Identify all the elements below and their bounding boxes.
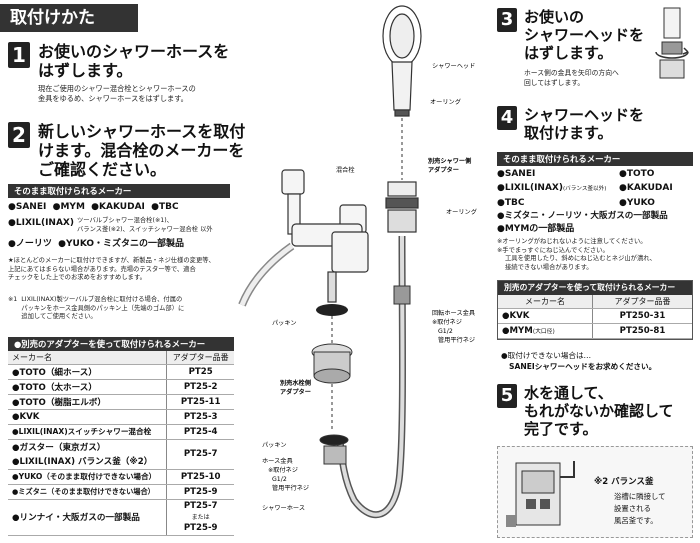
adapter-table-left: ●別売のアダプターを使って取付けられるメーカー メーカー名 アダプター品番 ●T… bbox=[8, 337, 234, 536]
balance-kettle-box: ※2 バランス釜 浴槽に隣接して 設置される 風呂釜です。 bbox=[497, 446, 693, 538]
label-faucet-adapter-2: アダプター bbox=[280, 388, 311, 396]
swivel-fitting bbox=[393, 285, 411, 305]
balance-description: 浴槽に隣接して 設置される 風呂釜です。 bbox=[614, 492, 666, 525]
direct-head-header: そのまま取付けられるメーカー bbox=[497, 152, 693, 166]
label-swivel-1: 回転ホース金具 bbox=[432, 309, 475, 317]
step5: 5 bbox=[497, 384, 517, 408]
table-row: ●TOTO（細ホース）PT25 bbox=[8, 364, 234, 380]
step4: 4 bbox=[497, 106, 517, 130]
label-swivel-3: G1/2 bbox=[438, 328, 453, 335]
mixer-faucet-illustration bbox=[238, 169, 369, 307]
label-hose-fitting-4: 管用平行ネジ bbox=[272, 484, 309, 492]
table-row: ●MYM(大口径) PT250-81 bbox=[498, 323, 692, 339]
direct-head-notes: ※オーリングがねじれないように注意してください。 ※手でまっすぐにねじ込んでくだ… bbox=[497, 238, 656, 271]
table-row: ●リンナイ・大阪ガスの一部製品 PT25-7 または PT25-9 bbox=[8, 499, 234, 536]
step1-title: お使いのシャワーホースを はずします。 bbox=[38, 42, 230, 80]
adapter-table-left-header: ●別売のアダプターを使って取付けられるメーカー bbox=[8, 337, 234, 351]
step1-description: 現在ご使用のシャワー混合栓とシャワーホースの 金具をゆるめ、シャワーホースをはず… bbox=[38, 84, 196, 103]
direct-makers-header: そのまま取付けられるメーカー bbox=[8, 184, 230, 198]
label-o-ring-top: オーリング bbox=[430, 98, 461, 106]
adapter-table-right-grid: メーカー名 アダプター品番 ●KVK PT250-31 ●MYM(大口径) PT… bbox=[498, 295, 692, 339]
label-shower-hose: シャワーホース bbox=[262, 505, 305, 512]
direct-head-box: そのまま取付けられるメーカー ●SANEI ●TOTO ●LIXIL(INAX)… bbox=[497, 152, 693, 272]
label-hose-fitting-1: ホース金具 bbox=[262, 457, 293, 465]
label-swivel-2: ※取付ネジ bbox=[432, 318, 462, 326]
shower-head-illustration bbox=[382, 5, 422, 117]
direct-head-mym: ●MYMの一部製品 bbox=[497, 224, 575, 234]
table-header-row: メーカー名 アダプター品番 bbox=[8, 351, 234, 365]
label-mixer: 混合栓 bbox=[336, 166, 355, 174]
direct-head-grid: ●SANEI ●TOTO ●LIXIL(INAX)(バランス釜以外) ●KAKU… bbox=[497, 169, 673, 208]
table-row: ●ミズタニ（そのまま取付けできない場合）PT25-9 bbox=[8, 484, 234, 500]
table-row: ●YUKO（そのまま取付けできない場合）PT25-10 bbox=[8, 469, 234, 485]
step4-title: シャワーヘッドを 取付けます。 bbox=[524, 106, 645, 142]
direct-makers-row1: ●SANEI ●MYM ●KAKUDAI ●TBC bbox=[8, 202, 179, 212]
label-hose-fitting-3: G1/2 bbox=[272, 476, 287, 483]
section-banner: 取付けかた bbox=[0, 4, 138, 32]
adapter-table-right-header: 別売のアダプターを使って取付けられるメーカー bbox=[498, 281, 692, 295]
table-row: ●TOTO（樹脂エルボ）PT25-11 bbox=[8, 394, 234, 410]
step5-number: 5 bbox=[497, 384, 517, 408]
faucet-adapter-illustration bbox=[311, 343, 353, 384]
direct-makers-note: ★ほとんどのメーカーに取付けできますが、新製品・ネジ仕様の変更等、 上記にあては… bbox=[8, 257, 215, 281]
step3: 3 bbox=[497, 8, 517, 32]
label-swivel-4: 管用平行ネジ bbox=[438, 336, 475, 344]
hose-fitting-illustration bbox=[319, 434, 349, 465]
step1-number: 1 bbox=[8, 42, 30, 68]
label-shower-adapter-2: アダプター bbox=[428, 166, 459, 174]
label-o-ring-mid: オーリング bbox=[446, 208, 477, 216]
balance-title: ※2 バランス釜 bbox=[594, 477, 654, 487]
direct-makers-box: そのまま取付けられるメーカー ●SANEI ●MYM ●KAKUDAI ●TBC… bbox=[8, 184, 230, 283]
head-removal-illustration bbox=[655, 7, 689, 79]
direct-makers-lixil: ●LIXIL(INAX) ツーバルブシャワー混合栓(※1)、 バランス釜(※2)… bbox=[8, 217, 213, 233]
label-packing-left: パッキン bbox=[272, 320, 297, 327]
table-row: ●KVK PT250-31 bbox=[498, 308, 692, 324]
cannot-install-note: ●取付けできない場合は… SANEIシャワーヘッドをお求めください。 bbox=[501, 351, 657, 371]
label-faucet-adapter-1: 別売水栓側 bbox=[279, 379, 311, 387]
shower-adapter-illustration bbox=[385, 181, 419, 233]
step2: 2 bbox=[8, 122, 30, 148]
label-shower-head: シャワーヘッド bbox=[432, 63, 475, 70]
step3-title: お使いの シャワーヘッドを はずします。 bbox=[524, 8, 645, 62]
step2-title: 新しいシャワーホースを取付 けます。混合栓のメーカーを ご確認ください。 bbox=[38, 122, 246, 179]
step2-number: 2 bbox=[8, 122, 30, 148]
direct-head-mizutani: ●ミズタニ・ノーリツ・大阪ガスの一部製品 bbox=[497, 211, 668, 221]
direct-makers-row3: ●ノーリツ ●YUKO・ミズタニの一部製品 bbox=[8, 239, 185, 249]
table-row: ●ガスター（東京ガス）PT25-7 bbox=[8, 439, 234, 470]
label-packing-bottom: パッキン bbox=[262, 442, 287, 449]
step4-number: 4 bbox=[497, 106, 517, 130]
packing-ring bbox=[316, 304, 348, 316]
adapter-table-left-grid: メーカー名 アダプター品番 ●TOTO（細ホース）PT25 ●TOTO（太ホース… bbox=[8, 351, 234, 536]
step5-title: 水を通して、 もれがないか確認して 完了です。 bbox=[524, 384, 674, 438]
step3-description: ホース側の金具を矢印の方向へ 回してはずします。 bbox=[524, 69, 619, 87]
footnote-1: ※1 LIXIL(INAX)製ツーバルブ混合栓に取付ける場合、付属の パッキンを… bbox=[8, 296, 185, 320]
installation-diagram: シャワーヘッド オーリング 混合栓 別売シャワー側 アダプター オーリング パッ… bbox=[238, 5, 477, 519]
label-hose-fitting-2: ※取付ネジ bbox=[268, 466, 298, 474]
balance-kettle-illustration bbox=[506, 461, 575, 527]
table-row: ●LIXIL(INAX) バランス釜（※2） bbox=[8, 454, 234, 470]
step3-number: 3 bbox=[497, 8, 517, 32]
label-shower-adapter-1: 別売シャワー側 bbox=[427, 157, 471, 165]
table-header-row: メーカー名 アダプター品番 bbox=[498, 295, 692, 309]
table-row: ●TOTO（太ホース）PT25-2 bbox=[8, 379, 234, 395]
adapter-table-right: 別売のアダプターを使って取付けられるメーカー メーカー名 アダプター品番 ●KV… bbox=[497, 280, 693, 340]
step1: 1 bbox=[8, 42, 30, 68]
